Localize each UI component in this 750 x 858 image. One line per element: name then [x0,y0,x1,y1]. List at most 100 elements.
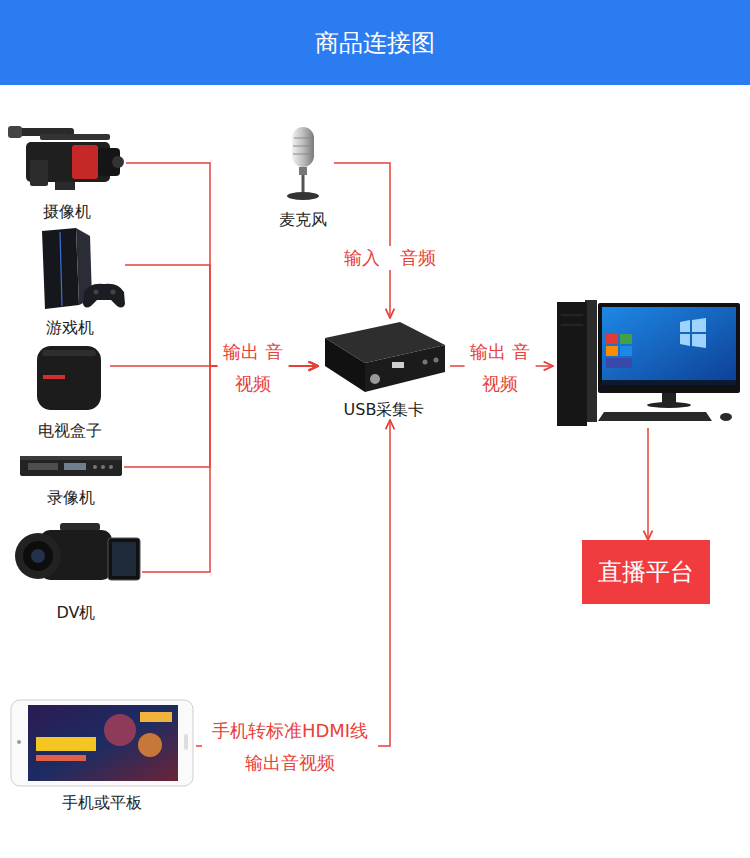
phone-picture [17,740,21,744]
edge-label: 输出 音视频 [218,336,289,401]
connector-arrow [196,420,390,746]
capture-card-picture [370,374,380,384]
computer-picture [602,307,736,385]
camcorder-picture [72,145,98,179]
device-caption: 摄像机 [43,202,91,222]
capture-card-picture [392,362,404,368]
edge-label: 手机转标准HDMI线 输出音视频 [202,715,378,780]
video-recorder-picture [64,463,86,470]
connector-arrow [334,163,390,318]
device-node: 麦克风 [272,122,334,230]
phone-picture [28,705,178,781]
computer-picture [561,325,583,326]
computer-picture [602,380,736,385]
computer-picture [557,302,587,426]
computer-picture [557,300,740,426]
computer-picture [620,346,632,356]
device-caption: 麦克风 [279,210,327,230]
device-caption: 录像机 [47,488,95,508]
phone-picture [184,734,188,750]
dv-camera-picture [23,541,53,571]
microphone-picture [287,127,319,200]
capture-card-node: USB采集卡 [318,318,450,420]
game-console-picture [42,228,79,309]
dv-camera-picture [108,538,140,580]
platform-label: 直播平台 [598,557,694,587]
phone-picture [104,714,136,746]
edge-label: 输入 音频 [341,246,439,270]
computer-picture [692,334,706,348]
tv-box-picture [37,346,101,410]
device-caption: 游戏机 [46,318,94,338]
phone-picture [138,733,162,757]
computer-picture [680,334,690,346]
dv-camera-picture [112,542,136,576]
title-bar [0,0,750,85]
video-recorder-picture [93,465,97,469]
video-recorder-picture [20,456,122,476]
video-recorder-picture [109,465,113,469]
computer-picture [720,413,732,421]
computer-picture [606,346,618,356]
computer-node [553,298,743,428]
camcorder-picture [112,156,124,168]
capture-card-picture [434,358,439,363]
connector-arrow [647,428,649,540]
device-node: 录像机 [18,452,124,508]
computer-picture [662,393,676,403]
capture-card-picture [325,322,445,392]
capture-card-picture [325,338,365,392]
device-caption: 电视盒子 [38,421,102,441]
computer-picture [598,412,712,421]
computer-picture [606,334,618,344]
computer-picture [620,334,632,344]
microphone-picture [287,192,319,200]
phone-picture [140,712,172,722]
device-node: 摄像机 [8,122,126,222]
computer-picture [561,315,583,316]
video-recorder-picture [20,456,122,460]
phone-picture [36,737,96,751]
camcorder-picture [40,134,110,140]
phone-picture [36,755,86,761]
device-node: 电视盒子 [30,343,110,441]
platform-box: 直播平台 [582,540,710,604]
tv-box-picture [37,346,101,410]
device-node: 游戏机 [15,226,125,338]
page-title: 商品连接图 [0,0,750,85]
microphone-picture [299,167,307,175]
game-console-picture [60,232,62,306]
computer-picture [598,303,740,393]
dv-camera-picture [15,533,61,579]
camcorder-picture [30,160,48,186]
video-recorder-picture [101,465,105,469]
microphone-picture [293,154,313,155]
game-console-picture [94,290,99,295]
device-caption: 手机或平板 [62,793,142,813]
microphone-picture [292,127,314,167]
device-node: 手机或平板 [8,695,196,813]
title-bar [0,0,750,85]
camcorder-picture [8,126,22,138]
device-node: DV机 [10,515,142,623]
game-console-picture [83,284,125,308]
camcorder-picture [55,182,75,190]
phone-picture [11,700,193,786]
capture-card-picture [365,345,445,392]
microphone-picture [294,138,312,139]
computer-picture [606,358,632,368]
game-console-picture [42,228,125,309]
game-console-picture [111,290,116,295]
device-caption: USB采集卡 [344,400,425,420]
microphone-picture [293,146,313,147]
dv-camera-picture [15,523,140,580]
camcorder-picture [8,126,124,190]
computer-picture [680,320,690,332]
phone-picture [11,700,193,786]
dv-camera-picture [60,523,100,531]
dv-camera-picture [31,549,45,563]
capture-card-picture [423,360,428,365]
video-recorder-picture [28,463,58,470]
device-caption: DV机 [57,603,96,623]
